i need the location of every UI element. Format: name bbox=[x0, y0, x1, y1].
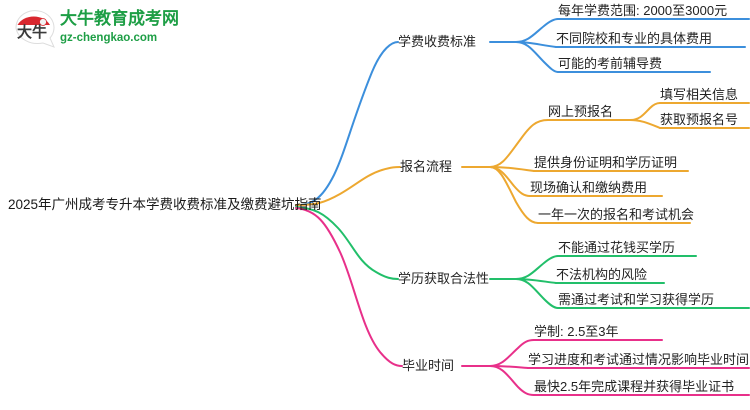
svg-text:大牛: 大牛 bbox=[17, 23, 47, 41]
leaf-node[interactable]: 最快2.5年完成课程并获得毕业证书 bbox=[534, 379, 735, 394]
leaf-node[interactable]: 提供身份证明和学历证明 bbox=[534, 155, 678, 170]
leaf-node[interactable]: 不能通过花钱买学历 bbox=[558, 240, 676, 255]
leaf-node[interactable]: 不法机构的风险 bbox=[556, 267, 648, 282]
leaf-node[interactable]: 不同院校和专业的具体费用 bbox=[556, 31, 713, 46]
leaf-node[interactable]: 获取预报名号 bbox=[660, 112, 739, 127]
leaf-node[interactable]: 学制: 2.5至3年 bbox=[534, 324, 619, 339]
leaf-node[interactable]: 可能的考前辅导费 bbox=[558, 56, 663, 71]
logo-text: 大牛教育成考网 gz-chengkao.com bbox=[60, 9, 200, 45]
leaf-node[interactable]: 填写相关信息 bbox=[660, 87, 739, 102]
leaf-node[interactable]: 网上预报名 bbox=[548, 104, 614, 119]
site-logo[interactable]: 大牛 大牛教育成考网 gz-chengkao.com bbox=[14, 6, 194, 54]
mindmap-root-node[interactable]: 2025年广州成考专升本学费收费标准及缴费避坑指南 bbox=[8, 197, 322, 212]
leaf-node[interactable]: 学习进度和考试通过情况影响毕业时间 bbox=[528, 352, 750, 367]
logo-title: 大牛教育成考网 bbox=[60, 9, 179, 28]
branch-node-graduation-time[interactable]: 毕业时间 bbox=[402, 358, 455, 373]
leaf-node[interactable]: 现场确认和缴纳费用 bbox=[530, 180, 648, 195]
branch-node-registration-process[interactable]: 报名流程 bbox=[400, 159, 453, 174]
logo-mark-icon: 大牛 bbox=[14, 10, 56, 50]
leaf-node[interactable]: 每年学费范围: 2000至3000元 bbox=[558, 3, 728, 18]
leaf-node[interactable]: 需通过考试和学习获得学历 bbox=[558, 292, 715, 307]
branch-node-degree-legality[interactable]: 学历获取合法性 bbox=[398, 271, 490, 286]
leaf-node[interactable]: 一年一次的报名和考试机会 bbox=[538, 207, 695, 222]
logo-subtitle: gz-chengkao.com bbox=[60, 32, 158, 44]
branch-node-fee-standard[interactable]: 学费收费标准 bbox=[398, 34, 477, 49]
